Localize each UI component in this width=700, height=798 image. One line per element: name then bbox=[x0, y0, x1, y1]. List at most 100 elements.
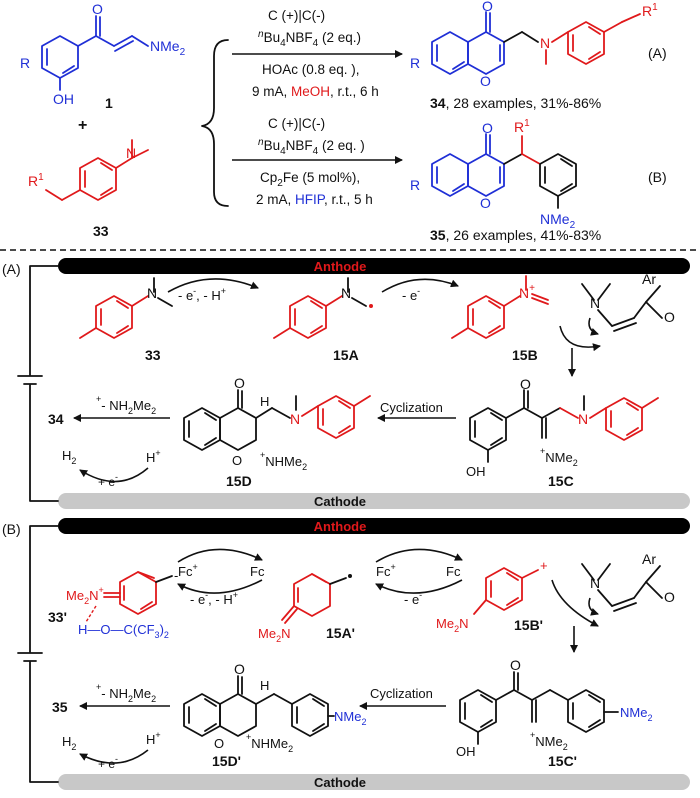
fc-1: Fc bbox=[250, 564, 265, 579]
c33p-minus: - bbox=[174, 568, 178, 583]
label-33p: 33' bbox=[48, 609, 67, 625]
fcplus-2: Fc+ bbox=[376, 562, 396, 579]
fc-arrow-1-bottom bbox=[177, 579, 263, 594]
cyclization-b: Cyclization bbox=[370, 686, 433, 701]
h2-b: H2 bbox=[62, 734, 76, 752]
circuit-wire-a-top bbox=[29, 265, 59, 376]
c15Dp-ar-nme2: NMe2 bbox=[334, 709, 366, 727]
step1-b-text: - e-, - H+ bbox=[190, 590, 238, 607]
p34-r-label: R bbox=[410, 55, 420, 71]
compound-label-33: 33 bbox=[93, 223, 109, 239]
curved-arrow-b-frag bbox=[588, 597, 599, 616]
fc-arrow-1-top bbox=[177, 548, 263, 563]
anode-bar-a bbox=[58, 258, 690, 274]
intermediate-15D: O H O N +NHMe2 15D bbox=[183, 375, 371, 489]
curly-brace bbox=[201, 39, 229, 207]
fc-arrow-2-bottom bbox=[375, 579, 463, 594]
cond-b-salt: nBu4NBF4 (2 eq. ) bbox=[258, 137, 365, 157]
p34-ketone-o: O bbox=[482, 0, 493, 14]
top-scheme: O R OH NMe2 1 + N R1 33 C (+)|C(-) n bbox=[20, 0, 667, 243]
c15C-oh: OH bbox=[466, 464, 486, 479]
p35-ketone-o: O bbox=[482, 120, 493, 136]
label-15Cp: 15C' bbox=[548, 753, 577, 769]
cation-15Bp: + Me2N 15B' bbox=[436, 558, 548, 634]
label-15C: 15C bbox=[548, 473, 574, 489]
c15D-nhme2: +NHMe2 bbox=[260, 450, 307, 472]
c15B-n: N+ bbox=[519, 283, 535, 301]
radical-dot-15A bbox=[369, 304, 373, 308]
p35-r-label: R bbox=[410, 177, 420, 193]
frag-a-n: N bbox=[590, 295, 600, 311]
step2-a-text: - e- bbox=[402, 286, 420, 303]
anode-label-a: Anthode bbox=[314, 259, 367, 274]
c15Cp-o: O bbox=[510, 657, 521, 673]
r33-r1-label: R1 bbox=[28, 172, 44, 189]
conditions-a: C (+)|C(-) nBu4NBF4 (2 eq.) HOAc (0.8 eq… bbox=[232, 8, 403, 99]
label-15Bp: 15B' bbox=[514, 617, 543, 633]
frag-a-ar: Ar bbox=[642, 271, 656, 287]
c15Bp-plus: + bbox=[540, 558, 548, 573]
elim-b: +- NH2Me2 bbox=[96, 682, 156, 704]
radical-dot-15Ap bbox=[348, 574, 352, 578]
label-15D: 15D bbox=[226, 473, 252, 489]
reactant-1-structure: O R OH NMe2 1 bbox=[20, 1, 186, 111]
cathode-bar-a bbox=[58, 493, 690, 509]
c15D-ring-o: O bbox=[232, 453, 242, 468]
curved-arrow-a-frag bbox=[588, 317, 599, 336]
c33p-hfip: H—O—C(CF3)2 bbox=[78, 622, 169, 640]
complex-33p: - Me2N+ H—O—C(CF3)2 33' bbox=[48, 568, 178, 640]
c15Dp-ring-o: O bbox=[214, 736, 224, 751]
c15C-nme2: +NMe2 bbox=[540, 446, 578, 468]
anode-label-b: Anthode bbox=[314, 519, 367, 534]
arrow-b-h2 bbox=[79, 749, 149, 764]
c15A-n: N bbox=[341, 285, 351, 301]
r1-oh-label: OH bbox=[53, 91, 74, 107]
cathode-label-b: Cathode bbox=[314, 775, 366, 790]
r1-nme2-label: NMe2 bbox=[150, 38, 186, 58]
label-35-b: 35 bbox=[52, 699, 68, 715]
label-15Dp: 15D' bbox=[212, 753, 241, 769]
step1-a-text: - e-, - H+ bbox=[178, 286, 226, 303]
p34-caption: 34, 28 examples, 31%-86% bbox=[430, 95, 601, 111]
circuit-wire-b-top bbox=[29, 525, 59, 653]
frag-b-ar: Ar bbox=[642, 551, 656, 567]
product-34-structure: O O R N R1 (A) 34, 28 examples, 31%-86% bbox=[410, 0, 667, 111]
p34-r1-label: R1 bbox=[642, 2, 658, 19]
enaminone-fragment-b: N Ar O bbox=[551, 551, 675, 627]
cond-a-salt: nBu4NBF4 (2 eq.) bbox=[258, 29, 361, 49]
compound-33-a: N 33 bbox=[79, 277, 173, 363]
intermediate-15Dp: O H O NMe2 +NHMe2 15D' bbox=[183, 661, 366, 769]
frag-b-o: O bbox=[664, 589, 675, 605]
egain-b: + e- bbox=[98, 754, 118, 771]
cond-b-catalyst: Cp2Fe (5 mol%), bbox=[260, 170, 360, 189]
label-34-a: 34 bbox=[48, 411, 64, 427]
iminium-15B: N+ 15B bbox=[451, 275, 549, 363]
c33a-n: N bbox=[147, 285, 157, 301]
product-35-structure: O O R R1 NMe2 (B) 35, 26 examples, 41%-8… bbox=[410, 118, 667, 243]
p34-tag: (A) bbox=[648, 45, 667, 61]
frag-a-o: O bbox=[664, 309, 675, 325]
circuit-wire-a-bottom bbox=[29, 384, 59, 502]
p35-r1-label: R1 bbox=[514, 118, 530, 135]
arrow-a-step2 bbox=[381, 278, 459, 293]
circuit-wire-b-bottom bbox=[29, 661, 59, 783]
r33-n-label: N bbox=[126, 145, 136, 161]
c15D-o: O bbox=[234, 375, 245, 391]
cathode-bar-b bbox=[58, 774, 690, 790]
c15Dp-o: O bbox=[234, 661, 245, 677]
plus-sign: + bbox=[78, 117, 87, 134]
attack-arrow-a bbox=[559, 325, 601, 352]
cond-a-electrodes: C (+)|C(-) bbox=[268, 8, 325, 23]
intermediate-15Cp: O OH NMe2 +NMe2 15C' bbox=[456, 657, 652, 769]
conditions-b: C (+)|C(-) nBu4NBF4 (2 eq. ) Cp2Fe (5 mo… bbox=[232, 116, 403, 207]
reactant-33-structure: N R1 33 bbox=[28, 139, 149, 239]
p35-ring-o: O bbox=[480, 195, 491, 211]
c15Ap-me2n: Me2N bbox=[258, 626, 290, 644]
mechanism-panel-b: (B) Anthode Cathode Fc+ Fc - e-, - H+ Fc… bbox=[2, 518, 690, 790]
cyclization-a: Cyclization bbox=[380, 400, 443, 415]
arrow-a-h2 bbox=[79, 467, 149, 483]
mechanism-panel-a: (A) Anthode Cathode N 33 - e-, - H+ bbox=[2, 258, 690, 509]
compound-label-1: 1 bbox=[105, 95, 113, 111]
panel-b-tag: (B) bbox=[2, 521, 21, 537]
arrow-a-step1 bbox=[167, 278, 259, 293]
